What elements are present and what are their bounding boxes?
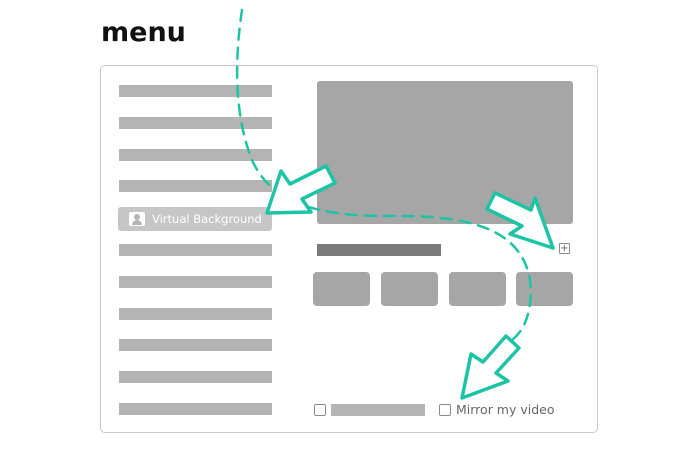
background-thumbnail[interactable]: [381, 272, 438, 306]
arrow-to-virtual-background: [265, 164, 337, 215]
option-label-placeholder: [331, 404, 425, 416]
sidebar-item-label: Virtual Background: [152, 212, 262, 226]
background-section-label-placeholder: [317, 244, 441, 256]
sidebar-item-placeholder[interactable]: [119, 276, 272, 288]
arrow-to-mirror-video: [460, 334, 521, 400]
mirror-video-label: Mirror my video: [456, 402, 555, 417]
dashed-guide-path: [235, 8, 532, 342]
sidebar-item-placeholder[interactable]: [119, 149, 272, 161]
background-thumbnail[interactable]: [313, 272, 370, 306]
background-thumbnail[interactable]: [449, 272, 506, 306]
sidebar-item-virtual-background[interactable]: Virtual Background: [118, 207, 272, 231]
option-checkbox[interactable]: [314, 404, 326, 416]
mirror-video-checkbox[interactable]: [439, 404, 451, 416]
add-background-button[interactable]: +: [559, 243, 570, 254]
sidebar-item-placeholder[interactable]: [119, 371, 272, 383]
plus-icon: +: [560, 242, 569, 254]
sidebar-item-placeholder[interactable]: [119, 244, 272, 256]
sidebar-item-placeholder[interactable]: [119, 117, 272, 129]
sidebar-item-placeholder[interactable]: [119, 85, 272, 97]
background-thumbnail[interactable]: [516, 272, 573, 306]
sidebar-item-placeholder[interactable]: [119, 403, 272, 415]
sidebar-item-placeholder[interactable]: [119, 180, 272, 192]
sidebar-item-placeholder[interactable]: [119, 308, 272, 320]
arrow-to-add-button: [485, 191, 555, 250]
user-avatar-icon: [129, 212, 145, 226]
sidebar-item-placeholder[interactable]: [119, 339, 272, 351]
menu-title: menu: [101, 17, 186, 48]
video-preview: [317, 81, 573, 224]
